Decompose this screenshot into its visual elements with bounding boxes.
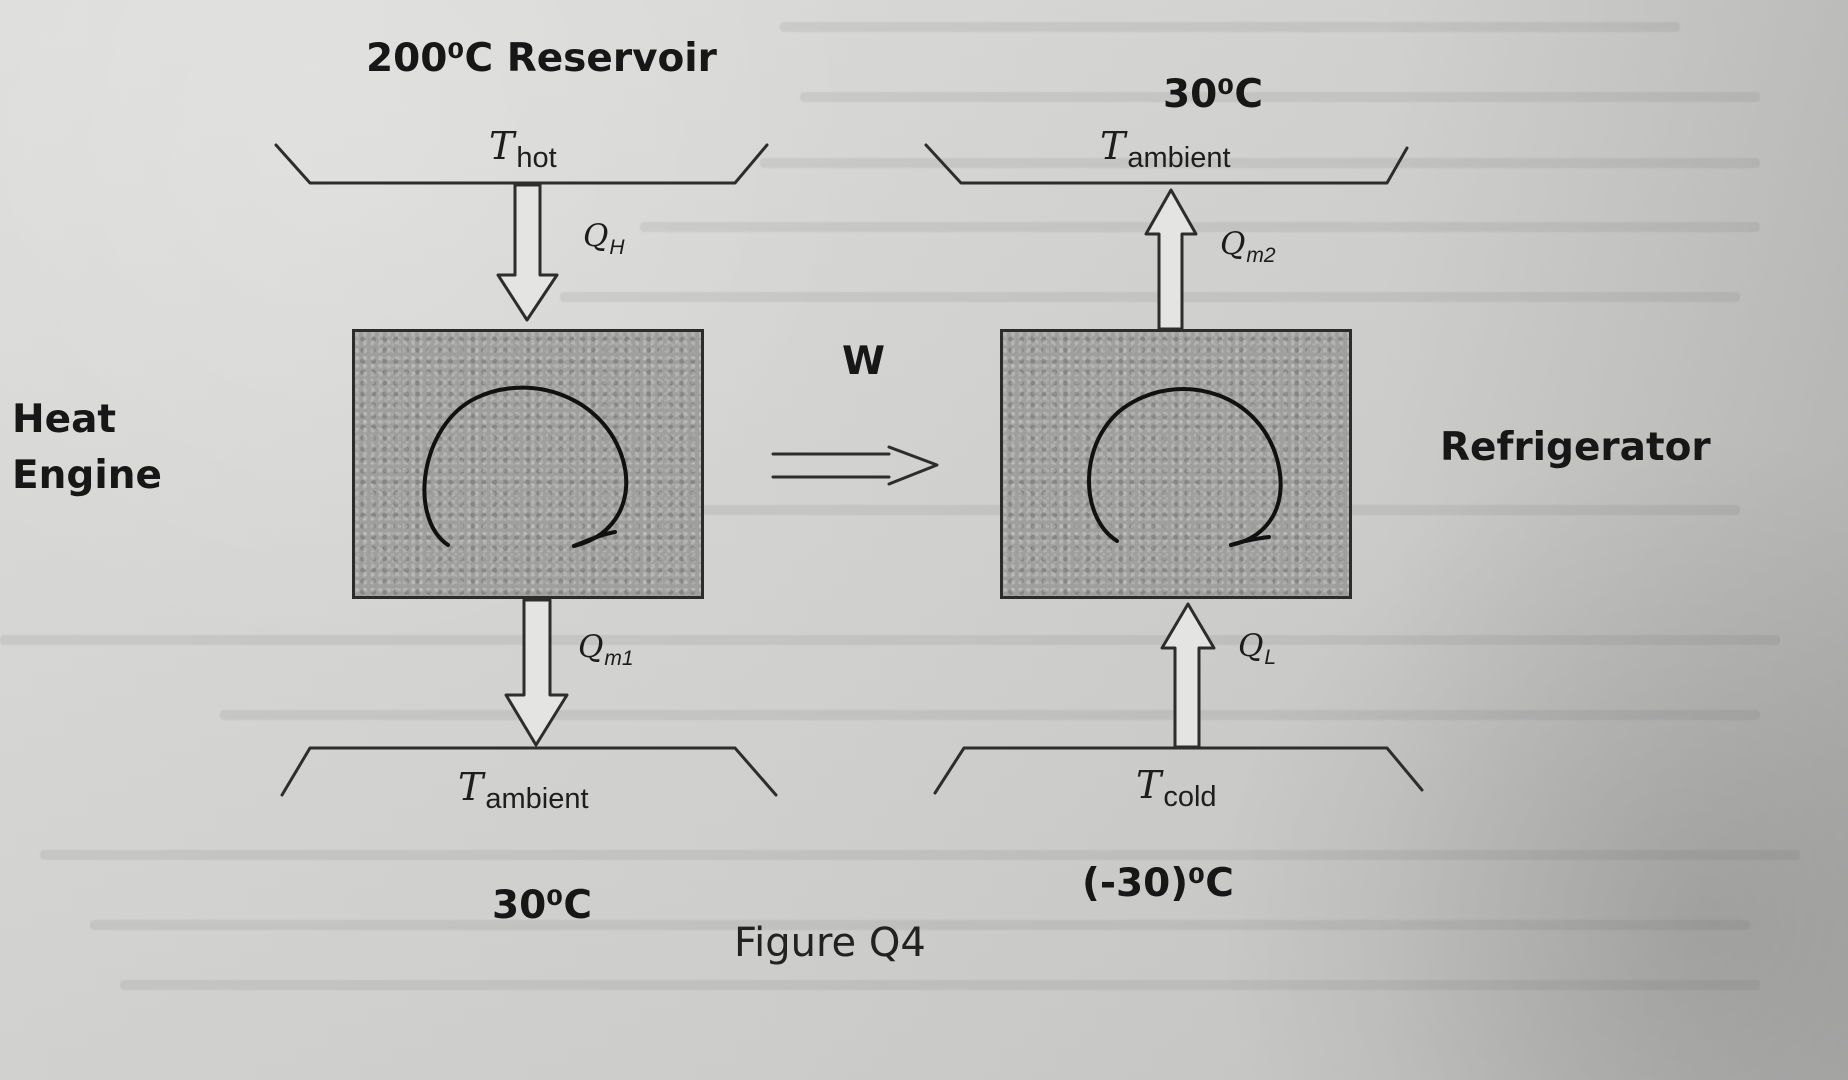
- temperature-subscript: ambient: [485, 783, 589, 815]
- work-label: W: [842, 339, 886, 384]
- refrigerator-cycle-icon: [1087, 387, 1283, 547]
- hot-reservoir-title: 200⁰C Reservoir: [366, 36, 717, 81]
- qh-down-arrow: [496, 183, 559, 322]
- ambient-top-reservoir-line: [924, 143, 1409, 185]
- refrigerator-cycle-arrow: [1229, 535, 1271, 547]
- heat-engine-label: Heat Engine: [12, 392, 162, 504]
- hot-reservoir-temperature-symbol: Thot: [489, 124, 557, 174]
- background-text-line: [220, 710, 1760, 720]
- heat-engine-cycle-icon: [422, 385, 629, 548]
- heat-subscript: L: [1264, 646, 1277, 669]
- heat-absorbed-ql-label: QL: [1238, 628, 1276, 669]
- temperature-symbol: T: [1100, 124, 1126, 168]
- work-arrow-head: [887, 445, 939, 486]
- ambient-sink-temperature-symbol-top: Tambient: [1100, 124, 1231, 174]
- temperature-subscript: ambient: [1127, 142, 1231, 174]
- temperature-subscript: cold: [1163, 781, 1217, 813]
- temperature-subscript: hot: [516, 142, 557, 174]
- heat-subscript: m2: [1246, 244, 1276, 267]
- ambient-temperature-top-right: 30⁰C: [1163, 72, 1263, 117]
- cold-temperature-bottom-right: (-30)⁰C: [1082, 861, 1234, 906]
- temperature-symbol: T: [489, 124, 515, 168]
- temperature-symbol: T: [1136, 763, 1162, 807]
- hot-reservoir-line: [274, 143, 769, 185]
- heat-rejected-qm1-label: Qm1: [578, 629, 634, 670]
- background-text-line: [0, 635, 1780, 645]
- heat-engine-cycle-arrow: [572, 530, 617, 548]
- cold-reservoir-line: [933, 746, 1424, 795]
- figure-caption: Figure Q4: [734, 920, 926, 966]
- qm1-down-arrow: [504, 598, 569, 747]
- heat-input-qh-label: QH: [583, 218, 625, 259]
- heat-subscript: m1: [604, 647, 634, 670]
- temperature-symbol: T: [458, 765, 484, 809]
- cold-reservoir-temperature-symbol: Tcold: [1136, 763, 1217, 813]
- background-text-line: [780, 22, 1680, 32]
- refrigerator-label: Refrigerator: [1440, 425, 1711, 470]
- heat-symbol: Q: [1220, 226, 1246, 262]
- heat-engine-box: [352, 329, 704, 599]
- heat-symbol: Q: [578, 629, 604, 665]
- ambient-temperature-bottom-left: 30⁰C: [492, 883, 592, 928]
- heat-engine-label-line1: Heat: [12, 397, 117, 442]
- heat-rejected-qm2-label: Qm2: [1220, 226, 1276, 267]
- background-text-line: [90, 920, 1750, 930]
- heat-symbol: Q: [583, 218, 609, 254]
- background-text-line: [800, 92, 1760, 102]
- background-text-line: [40, 850, 1800, 860]
- refrigerator-box: [1000, 329, 1352, 599]
- qm2-up-arrow: [1144, 188, 1198, 331]
- ql-up-arrow: [1160, 602, 1216, 749]
- background-text-line: [760, 158, 1760, 168]
- heat-symbol: Q: [1238, 628, 1264, 664]
- background-text-line: [120, 980, 1760, 990]
- heat-engine-label-line2: Engine: [12, 453, 162, 498]
- ambient-sink-temperature-symbol-bottom: Tambient: [458, 765, 589, 815]
- heat-subscript: H: [609, 236, 625, 259]
- background-text-line: [560, 292, 1740, 302]
- ambient-bottom-reservoir-line: [280, 746, 778, 797]
- background-text-line: [640, 222, 1760, 232]
